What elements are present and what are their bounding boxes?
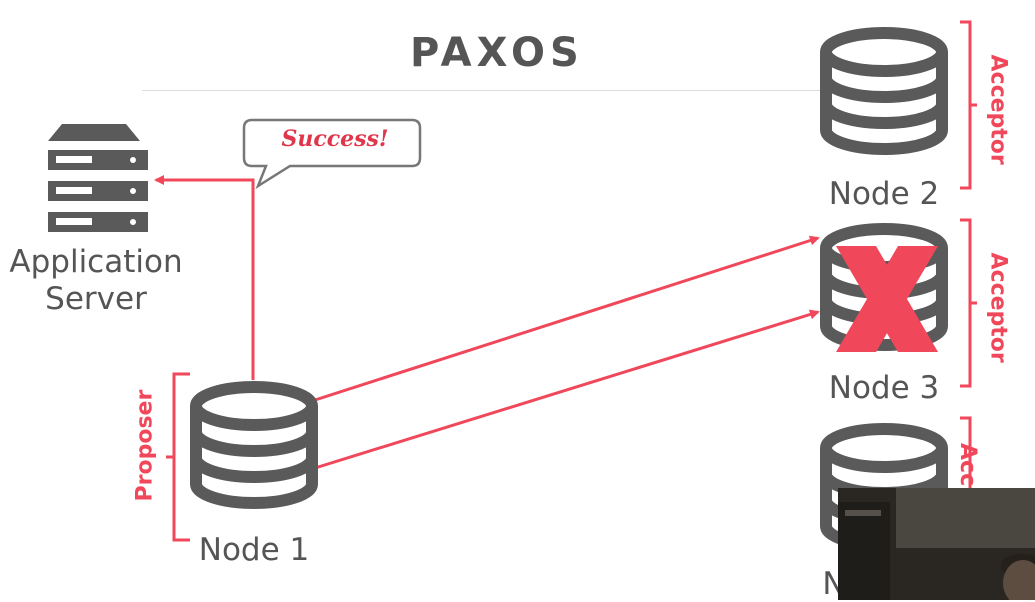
x-mark-icon [836, 246, 938, 352]
app-server-label-line1: Application [9, 244, 183, 280]
server-rack-icon [48, 124, 148, 232]
speaker-video-overlay [838, 488, 1035, 600]
proposer-label: Proposer [132, 389, 158, 502]
acceptor-bracket-node4 [960, 416, 972, 520]
acceptor-label-node4: Acc [955, 443, 980, 487]
success-text: Success! [281, 126, 389, 152]
database-icon [196, 387, 312, 503]
database-icon [826, 33, 942, 149]
acceptor-label-node2: Acceptor [985, 54, 1011, 165]
node2-label: Node 2 [828, 176, 940, 212]
arrow-node1-to-node3-b [314, 309, 820, 470]
node3-label: Node 3 [828, 370, 940, 406]
proposer-bracket [166, 372, 190, 542]
arrow-node1-to-server [154, 175, 255, 380]
arrow-node1-to-node3-a [314, 235, 820, 402]
acceptor-bracket-node2 [960, 20, 977, 190]
app-server-label-line2: Server [45, 281, 147, 317]
title-divider [142, 90, 822, 91]
acceptor-label-node3: Acceptor [985, 252, 1011, 363]
speech-bubble [242, 118, 422, 190]
slide-title: PAXOS [410, 30, 584, 76]
acceptor-bracket-node3 [960, 218, 977, 388]
node1-label: Node 1 [198, 532, 310, 568]
